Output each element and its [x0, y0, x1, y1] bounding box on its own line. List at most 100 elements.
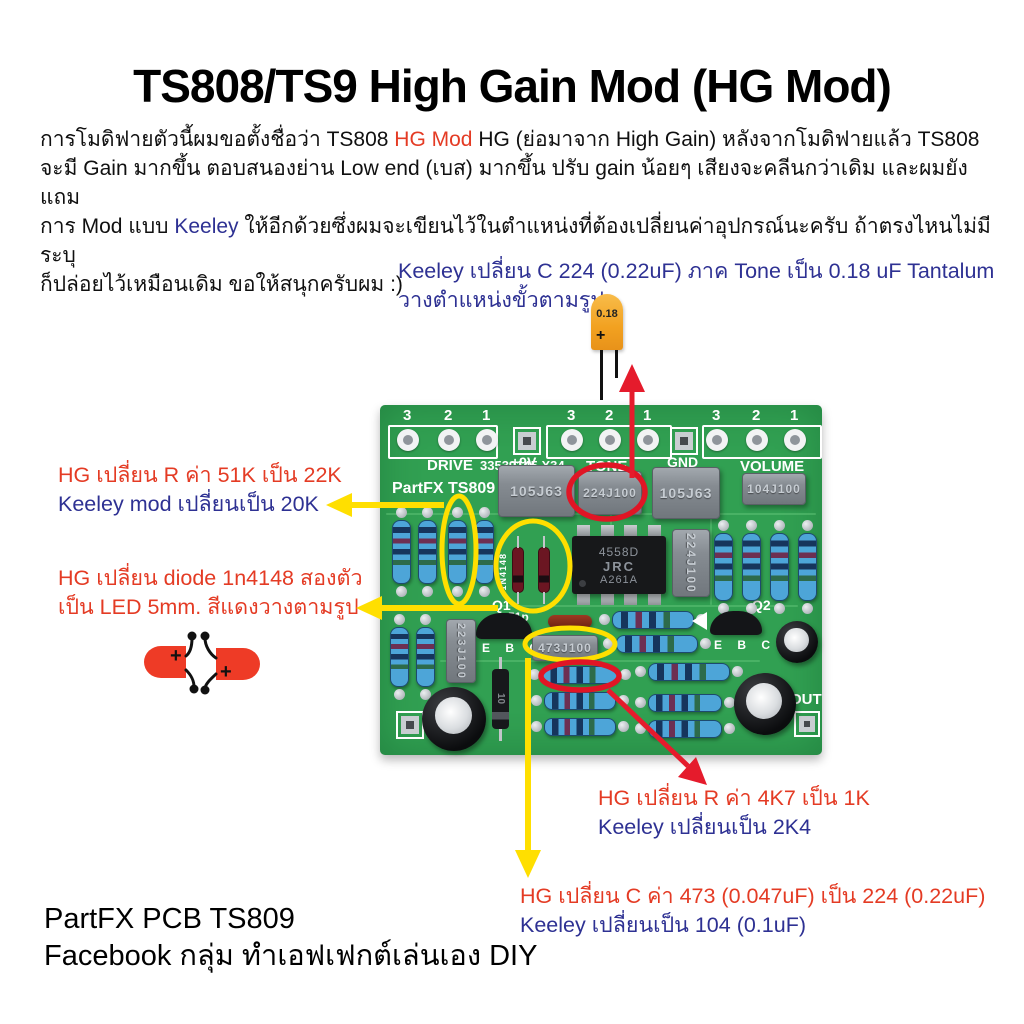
led-left-plus: +: [170, 645, 182, 667]
pcb-trace: [498, 605, 798, 607]
intro-text-3a: การ Mod แบบ: [40, 215, 175, 238]
film-cap-104j100-label: 104J100: [747, 482, 801, 496]
led-right-body: [216, 648, 260, 680]
intro-text-4: ก็ปล่อยไว้เหมือนเดิม ขอให้สนุกครับผม :): [40, 273, 403, 296]
resistor: [475, 507, 494, 597]
film-cap-224j100-tone-label: 224J100: [583, 486, 637, 500]
electrolytic-cap-left: [422, 687, 486, 751]
led-left-body: [144, 646, 186, 678]
led-illustration: + +: [140, 628, 268, 703]
annotation-r4k7-line1: HG เปลี่ยน R ค่า 4K7 เป็น 1K: [598, 786, 870, 810]
annotation-diode-led-line1: HG เปลี่ยน diode 1n4148 สองตัว: [58, 566, 363, 590]
annotation-diode-led: HG เปลี่ยน diode 1n4148 สองตัว เป็น LED …: [58, 564, 363, 622]
power-diode-label: 10: [495, 693, 506, 705]
annotation-r51k: HG เปลี่ยน R ค่า 51K เป็น 22K Keeley mod…: [58, 461, 342, 519]
intro-paragraph: การโมดิฟายตัวนี้ผมขอตั้งชื่อว่า TS808 HG…: [40, 125, 992, 299]
ic-legs-top: [572, 525, 666, 536]
resistor: [418, 507, 437, 597]
intro-text-1a: การโมดิฟายตัวนี้ผมขอตั้งชื่อว่า TS808: [40, 128, 395, 151]
film-cap-224j100-tone: 224J100: [578, 471, 642, 515]
tone-hole-1: [637, 429, 659, 451]
power-diode: 10: [492, 657, 509, 741]
ic-label-4558d: 4558D: [598, 544, 640, 559]
intro-text-1b: HG (ย่อมาจาก High Gain) หลังจากโมดิฟายแล…: [472, 128, 980, 151]
led-leg-dots: [187, 631, 210, 695]
film-cap-224j100-vert-label: 224J100: [684, 532, 698, 594]
volume-pin-2: 2: [752, 407, 761, 424]
pcb-trace: [710, 515, 712, 605]
resistor: [770, 520, 789, 614]
drive-pin-3: 3: [403, 407, 412, 424]
annotation-tone-cap-line1: Keeley เปลี่ยน C 224 (0.22uF) ภาค Tone เ…: [398, 259, 995, 283]
intro-keeley-highlight: Keeley: [174, 215, 239, 238]
resistor: [599, 611, 707, 629]
resistor: [603, 635, 711, 653]
gnd-label: GND: [667, 454, 699, 470]
ic-body: 4558D JRC A261A: [572, 536, 666, 594]
resistor: [714, 520, 733, 614]
ic-legs-bottom: [572, 594, 666, 605]
film-cap-473j100: 473J100: [532, 635, 598, 661]
annotation-tone-cap-line2: วางตำแหน่งขั้วตามรูป: [398, 288, 605, 312]
annotation-c473-line1: HG เปลี่ยน C ค่า 473 (0.047uF) เป็น 224 …: [520, 884, 986, 908]
resistor: [798, 520, 817, 614]
diode-1n4148-b: [538, 536, 550, 604]
tantalum-cap-plus: +: [596, 327, 606, 344]
volume-hole-2: [746, 429, 768, 451]
gnd-pad: [670, 427, 698, 455]
tone-pin-3: 3: [567, 407, 576, 424]
resistor: [531, 718, 629, 736]
film-cap-105j63-right: 105J63: [652, 467, 720, 519]
resistor: [635, 720, 735, 738]
annotation-r4k7: HG เปลี่ยน R ค่า 4K7 เป็น 1K Keeley เปลี…: [598, 784, 870, 842]
volume-header: [702, 425, 822, 459]
tone-hole-3: [561, 429, 583, 451]
diode-1n4148-label: 1N4148: [498, 553, 508, 591]
intro-hg-mod-highlight: HG Mod: [394, 128, 473, 151]
ic-label-jrc: JRC: [602, 558, 635, 574]
pcb-trace: [440, 660, 760, 662]
resistor-4k7-highlighted: [529, 666, 631, 684]
resistor: [531, 692, 629, 710]
arrow-473-head: [515, 850, 541, 878]
ic-label-a261a: A261A: [599, 573, 639, 586]
out-pad: [794, 711, 820, 737]
resistor: [392, 507, 411, 597]
volume-label: VOLUME: [740, 458, 805, 475]
drive-label: DRIVE: [427, 457, 473, 474]
drive-pin-1: 1: [482, 407, 491, 424]
resistor-51k-highlighted: [448, 507, 467, 597]
q2-ebc-label: E B C: [714, 638, 777, 652]
tone-hole-2: [599, 429, 621, 451]
tone-pin-2: 2: [605, 407, 614, 424]
film-cap-104j100: 104J100: [742, 473, 806, 505]
intro-text-2: จะมี Gain มากขึ้น ตอบสนองย่าน Low end (เ…: [40, 157, 968, 209]
resistor: [742, 520, 761, 614]
annotation-r51k-line1: HG เปลี่ยน R ค่า 51K เป็น 22K: [58, 463, 342, 487]
led-legs: [184, 636, 218, 690]
tantalum-cap-value: 0.18: [596, 308, 618, 320]
volume-hole-1: [784, 429, 806, 451]
annotation-tone-cap: Keeley เปลี่ยน C 224 (0.22uF) ภาค Tone เ…: [398, 257, 994, 315]
tone-pin-1: 1: [643, 407, 652, 424]
film-cap-224j100-vert: 224J100: [672, 529, 710, 597]
led-right-plus: +: [220, 661, 232, 683]
film-cap-105j63-left: 105J63: [498, 465, 575, 517]
volume-hole-3: [706, 429, 728, 451]
footer-line1: PartFX PCB TS809: [44, 903, 295, 935]
brand-label: PartFX TS809: [392, 480, 496, 497]
tantalum-cap-body: 0.18 +: [591, 294, 623, 350]
electrolytic-cap-right: [734, 673, 796, 735]
annotation-c473-line2: Keeley เปลี่ยนเป็น 104 (0.1uF): [520, 913, 806, 937]
film-cap-473j100-label: 473J100: [538, 641, 592, 655]
page-title: TS808/TS9 High Gain Mod (HG Mod): [133, 59, 892, 112]
drive-pin-2: 2: [444, 407, 453, 424]
film-cap-223j100-label: 223J100: [455, 622, 467, 680]
corner-pad: [396, 711, 424, 739]
drive-hole-2: [438, 429, 460, 451]
annotation-c473: HG เปลี่ยน C ค่า 473 (0.047uF) เป็น 224 …: [520, 882, 985, 940]
ic-pin1-dot: [579, 580, 586, 587]
out-label: OUT: [790, 691, 822, 708]
film-cap-223j100: 223J100: [446, 619, 476, 683]
